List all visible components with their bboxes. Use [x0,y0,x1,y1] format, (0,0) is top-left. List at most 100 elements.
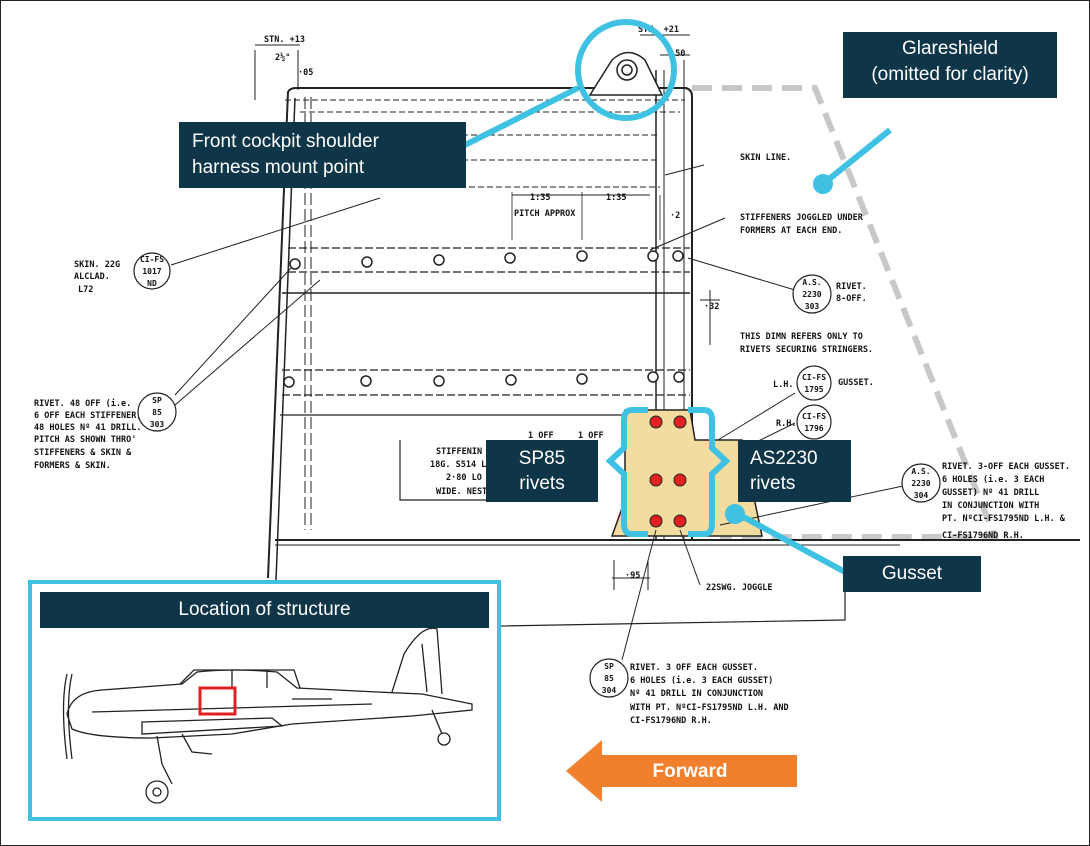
svg-text:1795: 1795 [804,385,823,394]
harness-mount-lug [588,51,664,96]
part-circle-cifs1796: CI-FS 1796 [796,404,832,440]
label-skin-2: ALCLAD. [74,272,110,282]
label-stiff-3: 2·80 LO [446,473,482,483]
label-rivsp-4: WITH PT. NºCI-FS1795ND L.H. AND [630,703,789,713]
as2230-brace [688,407,731,537]
svg-text:2230: 2230 [802,290,821,299]
svg-text:303: 303 [150,420,165,429]
label-stiffeners-2: FORMERS AT EACH END. [740,226,842,236]
label-rivsp-3: Nº 41 DRILL IN CONJUNCTION [630,689,763,699]
label-rivet3-6: CI-FS1796ND R.H. [942,531,1024,541]
label-rivet3-2: 6 HOLES (i.e. 3 EACH [942,474,1044,485]
svg-text:304: 304 [914,491,929,500]
svg-text:303: 303 [805,302,820,311]
label-rivsp-5: CI-FS1796ND R.H. [630,716,712,726]
part-circle-cifs1795: CI-FS 1795 [796,365,832,401]
label-dim-2: ·2 [670,211,680,221]
label-skin-1: SKIN. 22G [74,260,120,270]
aircraft-side-view [62,627,473,804]
svg-text:A.S.: A.S. [802,278,821,287]
shoulder-harness-callout-line1: Front cockpit shoulder [192,131,379,152]
svg-text:85: 85 [152,408,162,417]
structure-location-marker [198,686,237,716]
part-circle-sp85-303: SP 85 303 [137,392,177,432]
rivet-rows [283,250,685,388]
label-rivet48-4: PITCH AS SHOWN THRO' [34,435,136,445]
svg-text:1017: 1017 [142,267,161,276]
gusset-callout: Gusset [843,556,981,592]
label-pitch-approx: PITCH APPROX [514,209,575,219]
label-one-off-1: 1 OFF [528,431,554,441]
label-joggle: 22SWG. JOGGLE [706,583,773,593]
svg-text:CI-FS: CI-FS [140,255,164,264]
glareshield-pointer-dot [813,174,833,194]
svg-text:SP: SP [604,662,614,671]
svg-text:2230: 2230 [911,479,930,488]
gusset-callout-text: Gusset [881,563,943,584]
sp85-callout-line2: rivets [519,473,565,494]
label-rivet48-2: 6 OFF EACH STIFFENER) [34,411,141,421]
label-dim-05: ·05 [298,68,313,78]
label-gusset: GUSSET. [838,378,874,388]
sp85-brace [605,407,648,537]
forward-label: Forward [653,761,728,782]
label-lh: L.H. [773,380,793,390]
glareshield-callout-line1: Glareshield [901,38,999,59]
svg-text:CI-FS: CI-FS [802,412,826,421]
as2230-callout: AS2230 rivets [738,440,851,502]
svg-text:CI-FS: CI-FS [802,373,826,382]
label-skin-line: SKIN LINE. [740,153,791,163]
label-rivet3-5: PT. NºCI-FS1795ND L.H. & [942,514,1066,524]
harness-mount-highlight [575,19,677,121]
part-circle-as2230-304: A.S. 2230 304 [901,463,941,503]
label-rivet3-4: IN CONJUNCTION WITH [942,501,1039,511]
panel-structure [254,34,1080,631]
label-pitch2: 1:35 [606,193,626,203]
part-circle-cifs1017: CI-FS 1017 ND [133,252,171,290]
label-rivet48-1: RIVET. 48 OFF (i.e. [34,398,131,409]
svg-text:1796: 1796 [804,424,823,433]
label-stiff-2: 18G. S514 L [430,460,486,470]
drawing-leaders [170,164,904,661]
label-skin-3: L72 [78,285,93,295]
label-rivet3-1: RIVET. 3-OFF EACH GUSSET. [942,462,1070,472]
location-inset: Location of structure [28,580,501,821]
part-circle-sp85-304: SP 85 304 [589,658,629,698]
svg-text:ND: ND [147,279,157,288]
label-rivet-8off-2: 8-OFF. [836,294,867,304]
label-rh: R.H. [776,419,796,429]
label-stn21: STN. +21 [638,25,679,35]
label-stiffeners-1: STIFFENERS JOGGLED UNDER [740,213,864,223]
label-dim-2half: 2½° [275,52,290,63]
label-rivet48-3: 48 HOLES Nº 41 DRILL. [34,423,141,433]
svg-text:85: 85 [604,674,614,683]
shoulder-harness-callout: Front cockpit shoulder harness mount poi… [179,122,466,188]
glareshield-outline [692,85,1000,540]
sp85-callout-line1: SP85 [518,448,566,469]
shoulder-harness-callout-line2: harness mount point [192,157,365,178]
label-dimn-1: THIS DIMN REFERS ONLY TO [740,332,863,342]
glareshield-callout-line2: (omitted for clarity) [871,64,1029,85]
label-rivet48-6: FORMERS & SKIN. [34,461,111,471]
forward-arrow [566,740,797,802]
glareshield-callout: Glareshield (omitted for clarity) [843,32,1057,98]
label-rivsp-1: RIVET. 3 OFF EACH GUSSET. [630,663,758,673]
label-rivet3-3: GUSSET) Nº 41 DRILL [942,488,1039,498]
label-pitch1: 1:35 [530,193,550,203]
label-rivet48-5: STIFFENERS & SKIN & [34,448,132,458]
as2230-callout-line1: AS2230 [750,448,818,469]
label-dim-50: ·50 [670,49,685,59]
label-dim-95: ·95 [625,571,640,581]
label-stiff-4: WIDE. NEST [436,487,487,497]
as2230-callout-line2: rivets [750,473,796,494]
label-rivet-8off: RIVET. [836,282,867,292]
callout-graphics [463,19,892,575]
svg-text:SP: SP [152,396,162,405]
label-one-off-2: 1 OFF [578,431,604,441]
label-stn13: STN. +13 [264,35,305,45]
label-stiff-1: STIFFENIN [436,447,482,457]
sp85-callout: SP85 rivets [486,440,598,502]
part-circle-as2230-303: A.S. 2230 303 [792,274,832,314]
label-dim-32: ·32 [704,302,719,312]
